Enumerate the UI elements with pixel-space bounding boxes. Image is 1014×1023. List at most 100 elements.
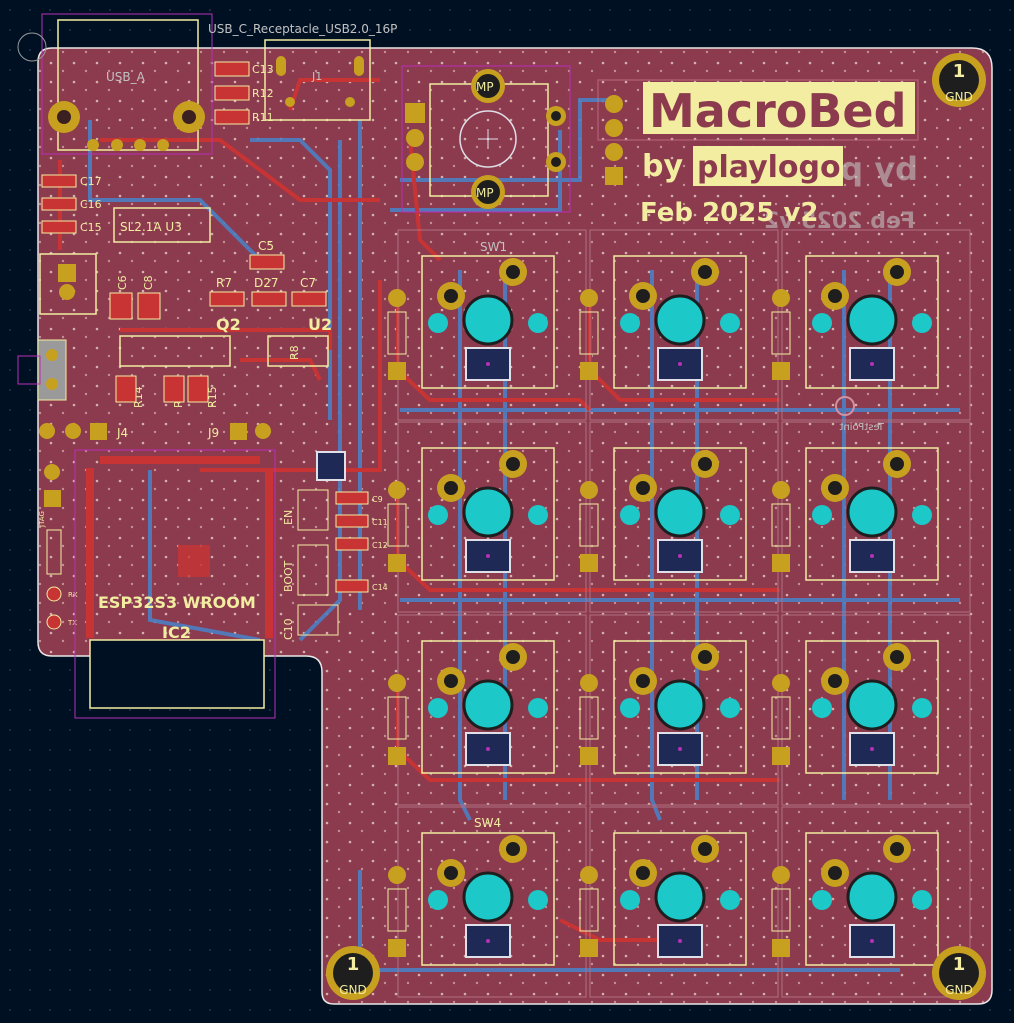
switch-hole: [654, 679, 706, 731]
c10-label: C10: [282, 618, 295, 640]
switch-peg: [720, 505, 740, 525]
switch-peg: [720, 890, 740, 910]
c9-label: C9: [372, 495, 383, 504]
mp-label-bottom: MP: [476, 186, 494, 200]
switch-peg: [620, 698, 640, 718]
switch-hole: [846, 871, 898, 923]
switch-footprint-icon: [387, 421, 587, 613]
buttons-section: EN BOOT C9 C11 C12 C14 C10: [282, 489, 388, 640]
switch-grid: [387, 229, 971, 998]
mounting-hole-pad-number: 1: [347, 954, 360, 975]
switch-hole: [462, 486, 514, 538]
title-block: MacroBed by playlogo Feb 2025 v2: [640, 82, 915, 228]
diode-icon: [387, 674, 407, 765]
c16-label: C16: [80, 198, 102, 211]
switch-hole: [462, 679, 514, 731]
usb-c-connector: USB_C_Receptacle_USB2.0_16P: [41, 13, 397, 155]
mounting-hole-net: GND: [945, 90, 973, 104]
diode-icon: [771, 481, 791, 572]
r15-label: R15: [206, 386, 219, 408]
switch-peg: [528, 313, 548, 333]
c11-label: C11: [372, 518, 388, 527]
c7-label: C7: [300, 276, 316, 290]
switch-footprint-icon: [771, 229, 971, 421]
byline-brand: playlogo: [697, 150, 841, 185]
switch-peg: [720, 313, 740, 333]
switch-hole: [654, 486, 706, 538]
mounting-hole-net: GND: [339, 983, 367, 997]
ic2-label: IC2: [162, 623, 191, 642]
board-title: MacroBed: [649, 84, 907, 138]
switch-peg: [528, 505, 548, 525]
switch-footprint-icon: [771, 806, 971, 998]
diode-icon: [771, 866, 791, 957]
switch-footprint-icon: [387, 614, 587, 806]
diode-icon: [387, 866, 407, 957]
testpoint: TestPoint: [835, 396, 885, 433]
switch-footprint-icon: [579, 614, 779, 806]
diode-icon: [387, 289, 407, 380]
switch-peg: [428, 698, 448, 718]
mp-label-top: MP: [476, 80, 494, 94]
c5-label: C5: [258, 239, 274, 253]
sw1-label: SW1: [480, 240, 507, 254]
switch-peg: [620, 313, 640, 333]
r8-label: R8: [288, 345, 301, 360]
mirrored-byline: by p: [840, 150, 918, 188]
diode-icon: [579, 289, 599, 380]
switch-peg: [912, 313, 932, 333]
via-stitching: [38, 48, 992, 1004]
diode-icon: [387, 481, 407, 572]
switch-peg: [812, 698, 832, 718]
j1-connector: J1: [264, 39, 371, 121]
switch-peg: [812, 505, 832, 525]
switch-peg: [428, 313, 448, 333]
left-connectors: J4 J9 JTAG RX TX: [17, 253, 271, 630]
switch-hole: [462, 294, 514, 346]
switch-hole: [654, 871, 706, 923]
mounting-hole-pad-number: 1: [953, 954, 966, 975]
j4-label: J4: [116, 426, 128, 440]
switch-hole: [462, 871, 514, 923]
u3-chip: SL2.1A U3: [113, 207, 211, 243]
switch-hole: [846, 486, 898, 538]
switch-hole: [846, 679, 898, 731]
switch-footprint-icon: [387, 806, 587, 998]
switch-footprint-icon: [579, 421, 779, 613]
switch-peg: [528, 698, 548, 718]
diode-icon: [579, 481, 599, 572]
tx-label: TX: [67, 619, 77, 627]
en-label: EN: [282, 510, 295, 525]
byline-prefix: by: [642, 149, 683, 184]
switch-footprint-icon: [387, 229, 587, 421]
switch-peg: [812, 313, 832, 333]
c12-label: C12: [372, 541, 388, 550]
rotary-encoder: MP MP: [401, 65, 623, 213]
mounting-hole-pad-number: 1: [953, 61, 966, 82]
switch-peg: [720, 698, 740, 718]
r12-label: R12: [252, 87, 274, 100]
switch-peg: [620, 505, 640, 525]
diode-icon: [579, 866, 599, 957]
fiducial-icon: [17, 32, 47, 62]
c15-label: C15: [80, 221, 102, 234]
diode-icon: [771, 674, 791, 765]
date-version: Feb 2025 v2: [640, 198, 818, 228]
d27-label: D27: [254, 276, 279, 290]
led-icon: [657, 347, 703, 381]
usb-passives: C13 R12 R11 C17 C16 C15: [41, 61, 274, 234]
switch-peg: [428, 890, 448, 910]
switch-peg: [428, 505, 448, 525]
switch-peg: [912, 698, 932, 718]
switch-peg: [912, 505, 932, 525]
switch-peg: [912, 890, 932, 910]
switch-hole: [846, 294, 898, 346]
switch-peg: [528, 890, 548, 910]
c17-label: C17: [80, 175, 102, 188]
rx-label: RX: [68, 591, 78, 599]
diode-icon: [579, 674, 599, 765]
led-icon: [465, 924, 511, 958]
switch-footprint-icon: [579, 229, 779, 421]
